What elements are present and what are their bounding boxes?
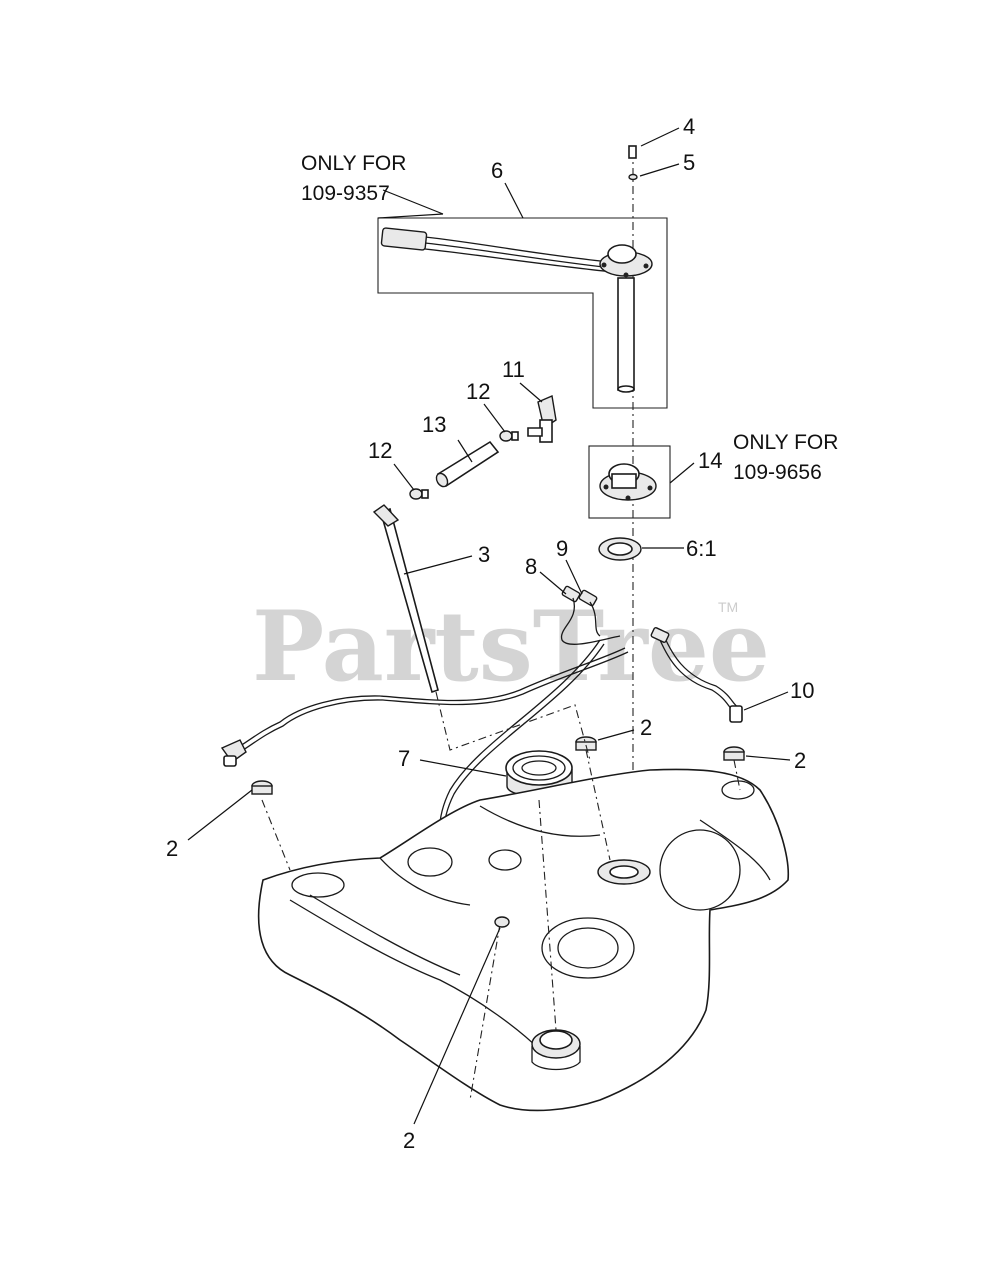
leader-9 (565, 559, 583, 595)
callout-5: 5 (683, 150, 695, 175)
leader-12-lower (393, 463, 415, 491)
dashline-center-grommet (585, 749, 611, 861)
fuel-line-8 (560, 597, 621, 645)
part-sender-alt (599, 463, 657, 501)
callout-13: 13 (422, 412, 446, 437)
fitting-right-end (650, 627, 670, 643)
note-109-9357-line2: 109-9357 (301, 182, 390, 205)
fuel-line-main (236, 647, 626, 749)
leader-8 (539, 571, 567, 595)
box-sender-assembly (377, 217, 668, 409)
part-fitting-8 (561, 585, 581, 603)
leader-14 (669, 462, 695, 484)
part-fuel-sender (380, 227, 653, 393)
note-109-9357-line1: ONLY FOR (301, 152, 406, 175)
leader-note-1 (382, 189, 444, 215)
box-sender-alt (588, 445, 671, 519)
part-vent-tube (372, 504, 439, 694)
note-109-9656-line2: 109-9656 (733, 461, 822, 484)
leader-2-lower (413, 927, 501, 1125)
callout-6: 6 (491, 158, 503, 183)
fitting-left-elbow (220, 739, 247, 767)
leader-11 (519, 382, 543, 403)
watermark-logo: PartsTree (252, 590, 770, 703)
leader-4 (640, 127, 680, 147)
part-washer (628, 173, 638, 181)
leader-10 (743, 691, 789, 711)
dashline-vent-tube (435, 691, 591, 761)
leader-2-center (597, 729, 635, 741)
part-clamp-upper (499, 430, 519, 442)
callout-2-center: 2 (640, 715, 652, 740)
callout-2-left: 2 (166, 836, 178, 861)
callout-2-lower: 2 (403, 1128, 415, 1153)
part-grommet-lower (494, 916, 510, 928)
callout-12-upper: 12 (466, 379, 490, 404)
part-screw (628, 145, 637, 159)
part-fitting-10 (729, 705, 743, 723)
dashline-fuel-cap (538, 799, 557, 1031)
leader-6 (504, 182, 524, 219)
part-valve (527, 395, 557, 443)
leader-12-upper (483, 403, 506, 433)
leader-2-left (187, 789, 253, 841)
dashline-left-grommet (261, 799, 291, 871)
part-fitting-9 (578, 589, 598, 607)
callout-7: 7 (398, 746, 410, 771)
part-hose (435, 440, 500, 488)
fuel-tank (257, 768, 790, 1112)
leader-5 (639, 163, 680, 177)
leader-3 (403, 555, 473, 575)
dashline-lower-grommet (469, 923, 501, 1101)
leader-2-right (745, 755, 791, 761)
callout-3: 3 (478, 542, 490, 567)
part-grommet-left (251, 780, 273, 795)
part-clamp-lower (409, 488, 429, 500)
watermark-trademark: TM (718, 599, 738, 615)
callout-2-right: 2 (794, 748, 806, 773)
callout-8: 8 (525, 554, 537, 579)
leader-13 (457, 439, 473, 463)
callout-12-lower: 12 (368, 438, 392, 463)
callout-4: 4 (683, 114, 695, 139)
callout-6-1: 6:1 (686, 536, 717, 561)
dashline-right-grommet (733, 759, 741, 791)
callout-14: 14 (698, 448, 722, 473)
part-gasket (598, 537, 642, 561)
callout-9: 9 (556, 536, 568, 561)
callout-11: 11 (502, 357, 525, 382)
note-109-9656-line1: ONLY FOR (733, 431, 838, 454)
part-grommet-right (723, 746, 745, 761)
leader-7 (419, 759, 507, 777)
callout-10: 10 (790, 678, 814, 703)
part-grommet-center (575, 736, 597, 751)
fuel-line-9 (589, 601, 601, 637)
